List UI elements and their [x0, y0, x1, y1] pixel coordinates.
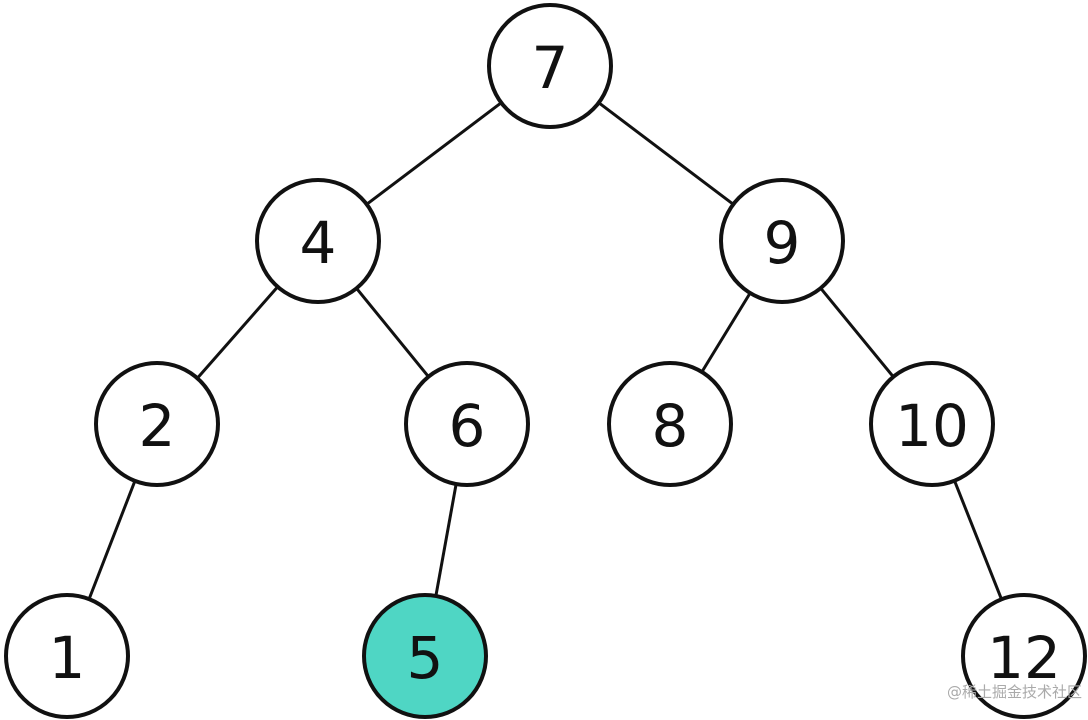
watermark-text: @稀土掘金技术社区	[946, 683, 1082, 701]
tree-node-2: 2	[94, 361, 220, 487]
edge-4-2	[196, 285, 279, 380]
node-label: 8	[652, 392, 689, 460]
node-circle	[961, 593, 1087, 719]
edge-7-9	[597, 101, 735, 206]
node-circle	[719, 178, 845, 304]
node-circle	[94, 361, 220, 487]
node-circle	[487, 3, 613, 129]
tree-node-7: 7	[487, 3, 613, 129]
highlighted-node-circle	[362, 593, 488, 719]
tree-node-1: 1	[4, 593, 130, 719]
node-label: 6	[449, 392, 486, 460]
tree-node-5: 5	[362, 593, 488, 719]
node-label: 1	[49, 624, 86, 692]
node-circle	[4, 593, 130, 719]
node-label: 5	[407, 624, 444, 692]
node-label: 10	[895, 392, 969, 460]
node-circle	[255, 178, 381, 304]
tree-node-9: 9	[719, 178, 845, 304]
node-label: 2	[139, 392, 176, 460]
tree-node-12: 12	[961, 593, 1087, 719]
node-label: 4	[300, 209, 337, 277]
node-label: 7	[532, 34, 569, 102]
tree-nodes: 7 4 9 2 6 8 10 1 5 12	[4, 3, 1087, 719]
tree-node-10: 10	[869, 361, 995, 487]
edge-10-12	[953, 480, 1003, 600]
node-circle	[869, 361, 995, 487]
tree-node-6: 6	[404, 361, 530, 487]
tree-node-4: 4	[255, 178, 381, 304]
node-label: 9	[764, 209, 801, 277]
edge-7-4	[365, 101, 503, 206]
edge-4-6	[355, 287, 430, 378]
node-circle	[404, 361, 530, 487]
tree-node-8: 8	[607, 361, 733, 487]
edge-2-1	[87, 480, 137, 600]
node-label: 12	[987, 624, 1061, 692]
tree-edges	[87, 101, 1003, 600]
edge-6-5	[434, 483, 458, 597]
node-circle	[607, 361, 733, 487]
edge-9-8	[700, 292, 752, 373]
edge-9-10	[819, 287, 895, 378]
